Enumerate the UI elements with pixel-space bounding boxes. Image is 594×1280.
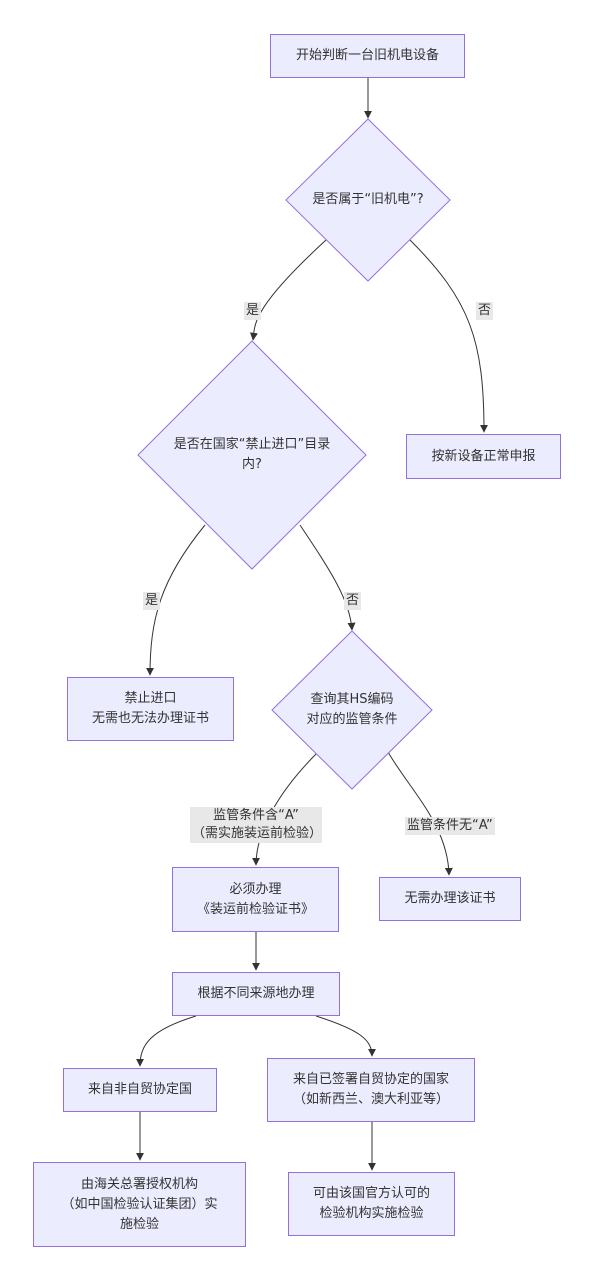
- decision-old-text: 是否属于“旧机电”?: [312, 192, 424, 207]
- edge-label-yes-old: 是: [244, 302, 262, 320]
- edge-hs-no-a: [387, 751, 453, 876]
- decision-old-diamond: [285, 118, 451, 282]
- edge-label-no-old: 否: [476, 302, 494, 320]
- decision-hs-diamond: [271, 630, 433, 790]
- customs-inspection-node: 由海关总署授权机构 （如中国检验认证集团）实 施检验: [33, 1162, 246, 1247]
- must-cert-node: 必须办理 《装运前检验证书》: [172, 867, 339, 932]
- new-device-declare-node: 按新设备正常申报: [406, 434, 561, 479]
- edge-origin-to-fta: [315, 1015, 376, 1057]
- edge-banned-no: [299, 524, 356, 631]
- edge-label-has-a: 监管条件含“A” （需实施装运前检验）: [190, 807, 323, 843]
- edge-label-no-banned: 否: [344, 592, 362, 610]
- by-origin-node: 根据不同来源地办理: [172, 972, 340, 1016]
- official-inspection-node: 可由该国官方认可的 检验机构实施检验: [288, 1172, 455, 1236]
- fta-node: 来自已签署自贸协定的国家 （如新西兰、澳大利亚等）: [267, 1058, 475, 1122]
- non-fta-node: 来自非自贸协定国: [63, 1068, 217, 1112]
- edge-label-no-a: 监管条件无“A”: [405, 817, 495, 835]
- no-cert-node: 无需办理该证书: [379, 877, 521, 921]
- edge-label-yes-banned: 是: [143, 592, 161, 610]
- banned-node: 禁止进口 无需也无法办理证书: [67, 677, 234, 741]
- edge-old-yes: [249, 239, 327, 341]
- decision-hs-text: 查询其HS编码 对应的监管条件: [306, 692, 398, 727]
- edge-old-no: [409, 239, 488, 433]
- decision-banned-text: 是否在国家“禁止进口”目录 内?: [173, 437, 331, 472]
- edge-origin-to-nonfta: [136, 1015, 197, 1067]
- start-node: 开始判断一台旧机电设备: [270, 34, 465, 78]
- edge-banned-yes: [146, 524, 206, 676]
- decision-banned-diamond: [137, 340, 367, 570]
